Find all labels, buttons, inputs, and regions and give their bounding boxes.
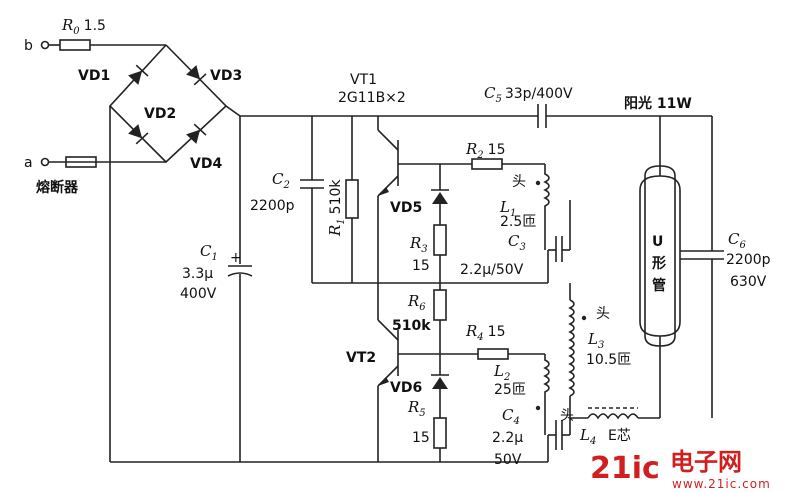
label-head-1: 头 — [512, 174, 526, 190]
label-l2-val: 25匝 — [494, 382, 526, 398]
label-l4: L4 — [579, 426, 596, 447]
svg-text:R1510k: R1510k — [326, 179, 347, 237]
label-vd3: VD3 — [210, 68, 242, 84]
diode-vd2 — [128, 124, 149, 145]
label-l1-val: 2.5匝 — [500, 214, 536, 230]
watermark-logo: 21ic — [590, 451, 660, 486]
resistor-r3 — [433, 224, 447, 256]
resistor-r5 — [433, 417, 447, 449]
bridge-rectifier — [108, 44, 228, 164]
diode-vd5 — [432, 192, 448, 204]
label-lamp-title: 阳光 11W — [624, 95, 692, 112]
terminal-a — [40, 157, 50, 167]
transistor-vt1 — [377, 129, 399, 151]
diode-vd6 — [432, 377, 448, 389]
label-fuse: 熔断器 — [36, 179, 79, 196]
label-c4-val2: 50V — [494, 452, 522, 468]
label-vt2: VT2 — [346, 350, 376, 366]
label-a: a — [24, 155, 33, 171]
inductor-l1 — [543, 164, 550, 216]
label-l1: L1 — [499, 198, 516, 219]
label-c6-val1: 2200p — [726, 252, 771, 268]
diode-vd4 — [186, 123, 207, 144]
transistor-vt2 — [377, 319, 399, 341]
label-vd6: VD6 — [390, 380, 422, 396]
diode-vd3 — [186, 65, 207, 86]
label-c1-val1: 3.3μ — [182, 266, 213, 282]
label-c3: C3 — [508, 232, 526, 253]
watermark: 21ic 电子网 www.21ic.com — [590, 448, 771, 491]
resistor-r1 — [345, 179, 359, 219]
rails — [110, 115, 548, 463]
label-l2: L2 — [493, 362, 510, 383]
inductor-l4 — [587, 413, 639, 420]
label-vd4: VD4 — [190, 156, 222, 172]
label-vt1-model: 2G11B×2 — [338, 90, 406, 106]
label-c1-val2: 400V — [180, 286, 217, 302]
u-tube-lamp — [644, 165, 676, 347]
inductor-l3 — [568, 299, 575, 397]
label-vd5: VD5 — [390, 200, 422, 216]
label-r5-val: 15 — [412, 430, 430, 446]
resistor-r6 — [433, 289, 447, 321]
label-r1: R1510k — [326, 179, 347, 237]
terminal-b — [40, 40, 50, 50]
label-r3-val: 15 — [412, 258, 430, 274]
label-c2-val: 2200p — [250, 198, 295, 214]
label-c2: C2 — [272, 170, 290, 191]
inductor-l2 — [543, 354, 550, 398]
label-c6: C6 — [728, 230, 746, 251]
label-vd1: VD1 — [78, 68, 110, 84]
input-section — [40, 39, 241, 462]
upper-stage — [300, 116, 571, 284]
label-head-3: 头 — [596, 306, 610, 322]
diode-vd1 — [128, 64, 149, 85]
label-vd2: VD2 — [144, 106, 176, 122]
label-b: b — [24, 38, 33, 54]
watermark-url: www.21ic.com — [672, 477, 771, 491]
label-c4-val1: 2.2μ — [492, 430, 523, 446]
label-c1-plus: + — [230, 250, 242, 266]
label-c1: C1 — [200, 242, 218, 263]
resistor-r4 — [477, 348, 509, 360]
watermark-cn: 电子网 — [670, 448, 742, 476]
label-tube-u: U — [652, 234, 663, 250]
label-vt1: VT1 — [350, 72, 377, 88]
label-r5: R5 — [407, 398, 426, 419]
resistor-r0 — [59, 39, 91, 51]
label-r6-val: 510k — [392, 318, 431, 334]
lower-stage — [377, 283, 660, 462]
label-c4: C4 — [502, 406, 520, 427]
label-tube-2: 形 — [652, 255, 666, 272]
label-r6: R6 — [407, 292, 426, 313]
label-c3-val: 2.2μ/50V — [460, 262, 524, 278]
label-l4-val: E芯 — [608, 428, 631, 444]
label-l3: L3 — [587, 330, 604, 351]
label-l3-val: 10.5匝 — [586, 352, 631, 368]
label-r3: R3 — [409, 234, 428, 255]
label-c6-val2: 630V — [730, 274, 767, 290]
label-tube-3: 管 — [652, 277, 666, 294]
label-head-2: 头 — [560, 408, 574, 424]
lamp-section — [378, 104, 724, 418]
